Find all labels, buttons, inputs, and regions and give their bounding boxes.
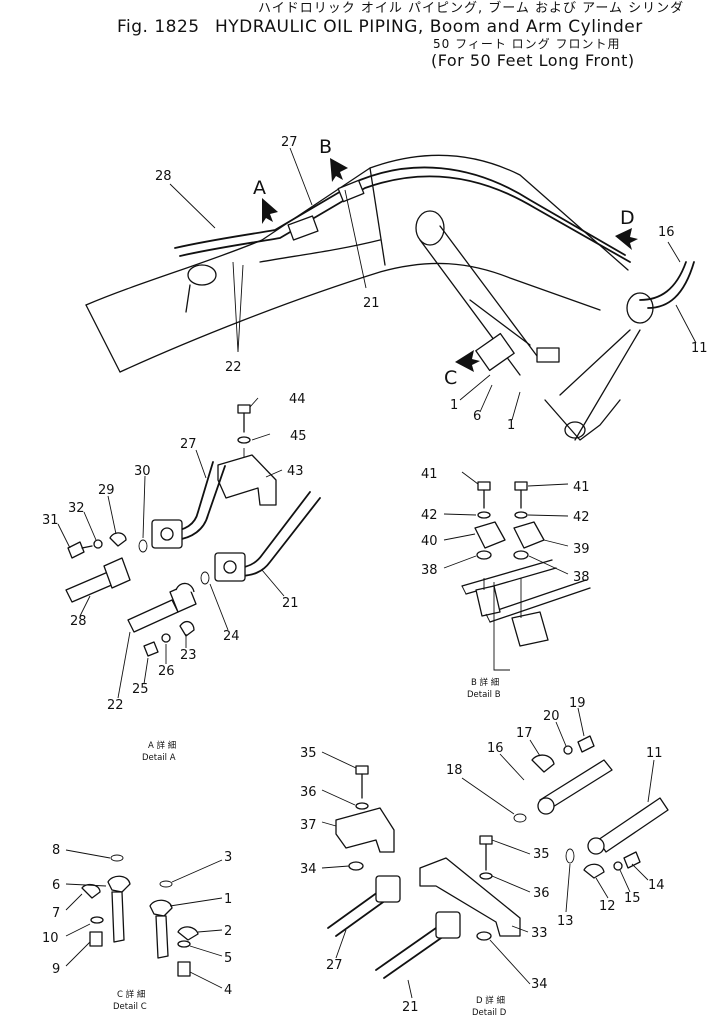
view-label-d: D <box>620 207 635 229</box>
detail-d-caption-en: Detail D <box>472 1008 507 1017</box>
callout: 40 <box>421 534 438 549</box>
callout: 29 <box>98 483 115 498</box>
detail-c-drawing <box>65 849 223 989</box>
detail-a-caption-jp: A 詳 細 <box>148 740 176 751</box>
view-arrow-a <box>262 198 278 224</box>
view-arrow-d <box>615 228 638 250</box>
callout: 6 <box>473 409 481 424</box>
callout: 27 <box>281 135 298 150</box>
callout: 35 <box>533 847 550 862</box>
callout: 28 <box>155 169 172 184</box>
callout: 1 <box>450 398 458 413</box>
callout: 4 <box>224 983 232 998</box>
callout: 8 <box>52 843 60 858</box>
callout: 1 <box>507 418 515 433</box>
callout: 21 <box>363 296 380 311</box>
callout: 27 <box>326 958 343 973</box>
callout: 31 <box>42 513 59 528</box>
callout: 35 <box>300 746 317 761</box>
callout: 6 <box>52 878 60 893</box>
callout: 12 <box>599 899 616 914</box>
callout: 18 <box>446 763 463 778</box>
callout: 21 <box>402 1000 419 1015</box>
callout: 43 <box>287 464 304 479</box>
subtitle-japanese: 50 フィート ロング フロント用 <box>433 37 621 51</box>
callout: 21 <box>282 596 299 611</box>
callout: 41 <box>421 467 438 482</box>
callout: 42 <box>573 510 590 525</box>
callout: 16 <box>658 225 675 240</box>
callout: 33 <box>531 926 548 941</box>
callout: 11 <box>691 341 707 356</box>
callout: 30 <box>134 464 151 479</box>
callout: 28 <box>70 614 87 629</box>
callout: 42 <box>421 508 438 523</box>
callout: 10 <box>42 931 59 946</box>
callout: 20 <box>543 709 560 724</box>
detail-b-caption-jp: B 詳 細 <box>471 677 499 688</box>
callout: 9 <box>52 962 60 977</box>
callout: 7 <box>52 906 60 921</box>
callout: 37 <box>300 818 317 833</box>
callout: 1 <box>224 892 232 907</box>
callout: 38 <box>421 563 438 578</box>
callout: 14 <box>648 878 665 893</box>
callout: 5 <box>224 951 232 966</box>
view-arrow-c <box>455 350 480 372</box>
callout: 17 <box>516 726 533 741</box>
callout: 2 <box>224 924 232 939</box>
view-label-b: B <box>319 136 332 158</box>
callout: 36 <box>300 785 317 800</box>
callout: 45 <box>290 429 307 444</box>
subtitle-english: (For 50 Feet Long Front) <box>431 51 635 70</box>
boom-arm-overview <box>85 147 697 441</box>
title-japanese: ハイドロリック オイル パイピング, ブーム および アーム シリンダ <box>258 1 685 16</box>
detail-d-drawing <box>321 707 669 999</box>
callout: 39 <box>573 542 590 557</box>
callout: 11 <box>646 746 663 761</box>
detail-b-caption-en: Detail B <box>467 690 501 700</box>
callout: 44 <box>289 392 306 407</box>
callout: 34 <box>531 977 548 992</box>
callout: 13 <box>557 914 574 929</box>
figure-number: Fig. 1825 <box>117 17 200 37</box>
callout: 36 <box>533 886 550 901</box>
view-label-c: C <box>444 367 457 389</box>
callout: 22 <box>107 698 124 713</box>
detail-c-caption-jp: C 詳 細 <box>117 989 145 1000</box>
callout: 34 <box>300 862 317 877</box>
callout: 15 <box>624 891 641 906</box>
detail-b-drawing <box>443 471 591 671</box>
callout: 24 <box>223 629 240 644</box>
detail-d-caption-jp: D 詳 細 <box>476 995 505 1006</box>
detail-a-drawing <box>57 397 321 699</box>
callout: 23 <box>180 648 197 663</box>
detail-a-caption-en: Detail A <box>142 753 176 763</box>
callout: 19 <box>569 696 586 711</box>
view-label-a: A <box>253 177 266 199</box>
callout: 25 <box>132 682 149 697</box>
callout: 32 <box>68 501 85 516</box>
callout: 3 <box>224 850 232 865</box>
callout: 16 <box>487 741 504 756</box>
callout: 26 <box>158 664 175 679</box>
callout: 38 <box>573 570 590 585</box>
callout: 27 <box>180 437 197 452</box>
view-arrow-b <box>330 158 348 182</box>
callout: 22 <box>225 360 242 375</box>
callout: 41 <box>573 480 590 495</box>
detail-c-caption-en: Detail C <box>113 1002 147 1012</box>
title-english: HYDRAULIC OIL PIPING, Boom and Arm Cylin… <box>215 17 643 37</box>
